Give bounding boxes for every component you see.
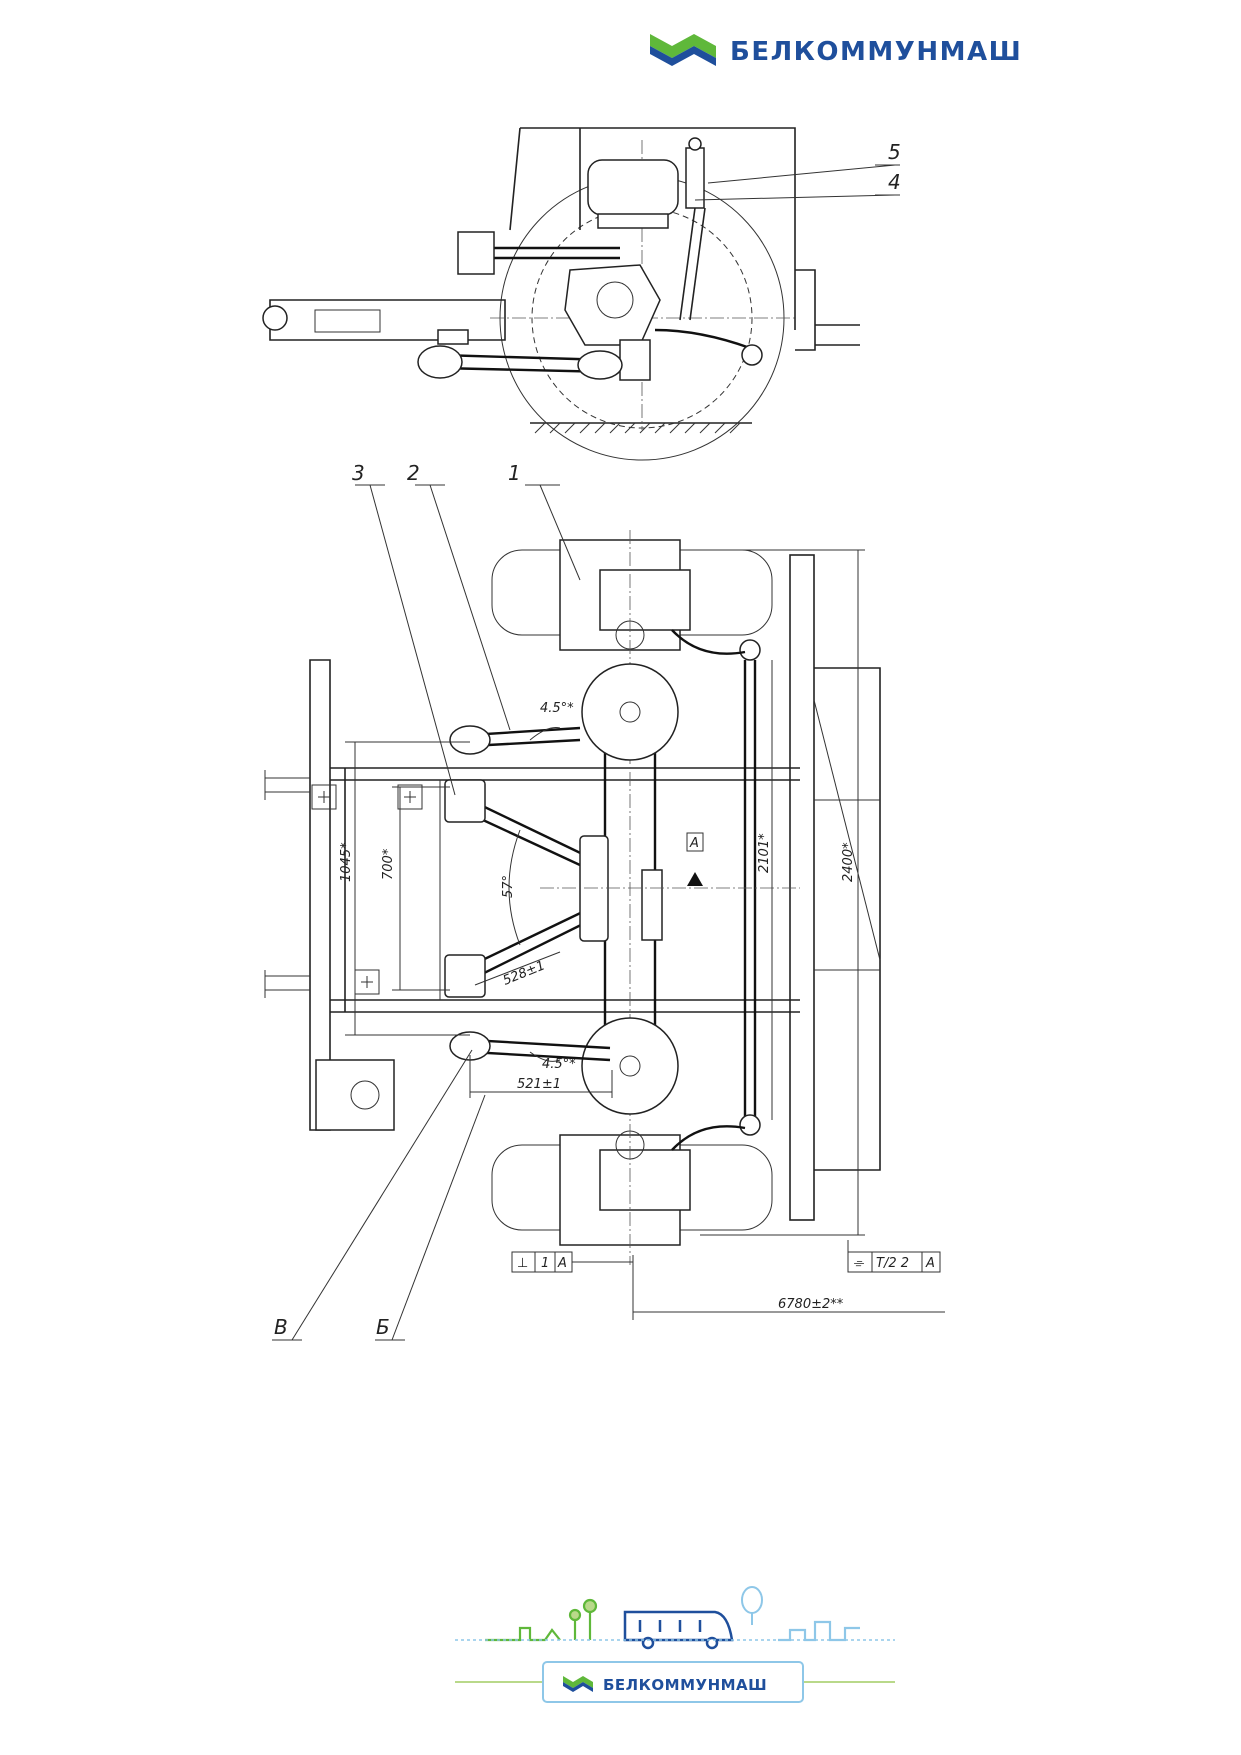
side-view: 5 4	[262, 127, 901, 461]
dim-6780: 6780±2**	[778, 1297, 844, 1312]
city-skyline-icon	[485, 1598, 598, 1642]
dim-521: 521±1	[517, 1077, 561, 1092]
dim-700: 700*	[381, 848, 396, 880]
skyline-right-icon	[778, 1620, 860, 1642]
callout-b: Б	[376, 1315, 390, 1339]
logo-mark-icon	[650, 34, 716, 66]
dim-528: 528±1	[501, 958, 547, 988]
callout-2: 2	[407, 461, 420, 485]
bus-icon	[623, 1610, 734, 1650]
dim-2101: 2101*	[757, 833, 772, 873]
svg-text:1: 1	[541, 1256, 549, 1271]
svg-text:A: A	[925, 1256, 935, 1271]
callout-4: 4	[888, 170, 901, 194]
dim-1045: 1045*	[339, 842, 354, 882]
callout-1: 1	[508, 461, 521, 485]
tolerance-frame-perp: ⊥ 1 A	[511, 1251, 633, 1273]
logo-wordmark: БЕЛКОММУНМАШ	[730, 37, 1022, 67]
footer-logo-mark-icon	[563, 1676, 593, 1692]
tolerance-frame-sym: ⌯ T/2 2 A	[847, 1240, 941, 1273]
dim-angle-bottom: 4.5°*	[542, 1057, 576, 1072]
svg-text:⊥: ⊥	[517, 1256, 528, 1271]
balloon-icon	[741, 1586, 763, 1625]
dim-2400: 2400*	[841, 842, 856, 882]
footer-wordmark: БЕЛКОММУНМАШ	[603, 1676, 767, 1694]
callout-3: 3	[352, 461, 365, 485]
svg-text:A: A	[557, 1256, 567, 1271]
callout-v: В	[274, 1315, 288, 1339]
svg-text:⌯: ⌯	[853, 1256, 865, 1271]
dim-angle-top: 4.5°*	[540, 701, 574, 716]
callout-5: 5	[888, 140, 901, 164]
datum-label: A	[689, 836, 699, 851]
dim-angle-v: 57°	[501, 875, 516, 898]
footer-logo: БЕЛКОММУНМАШ	[455, 1586, 895, 1703]
header-logo: БЕЛКОММУНМАШ	[650, 34, 1022, 67]
plan-view: A 4.5°* 4.5°* 57° 10	[264, 461, 945, 1341]
svg-text:T/2 2: T/2 2	[876, 1256, 909, 1271]
